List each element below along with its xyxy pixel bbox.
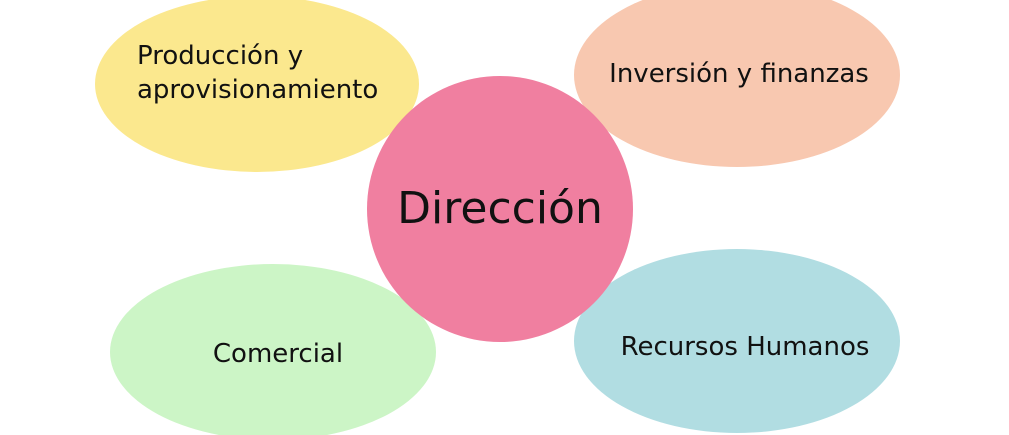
node-produccion-line1: Producción y xyxy=(137,41,304,71)
node-rrhh-shape xyxy=(574,249,900,433)
node-produccion-line2: aprovisionamiento xyxy=(137,74,379,105)
center-node-shape xyxy=(367,76,633,342)
node-inversion-label: Inversión y finanzas xyxy=(609,59,869,89)
node-produccion-shape xyxy=(95,0,419,172)
node-produccion-label: Producción y aprovisionamiento xyxy=(137,40,378,108)
node-comercial-label: Comercial xyxy=(212,339,344,369)
center-node-label: Dirección xyxy=(397,183,603,234)
node-inversion-shape xyxy=(574,0,900,167)
node-rrhh-label: Recursos Humanos xyxy=(620,332,870,362)
node-comercial-shape xyxy=(110,264,436,435)
